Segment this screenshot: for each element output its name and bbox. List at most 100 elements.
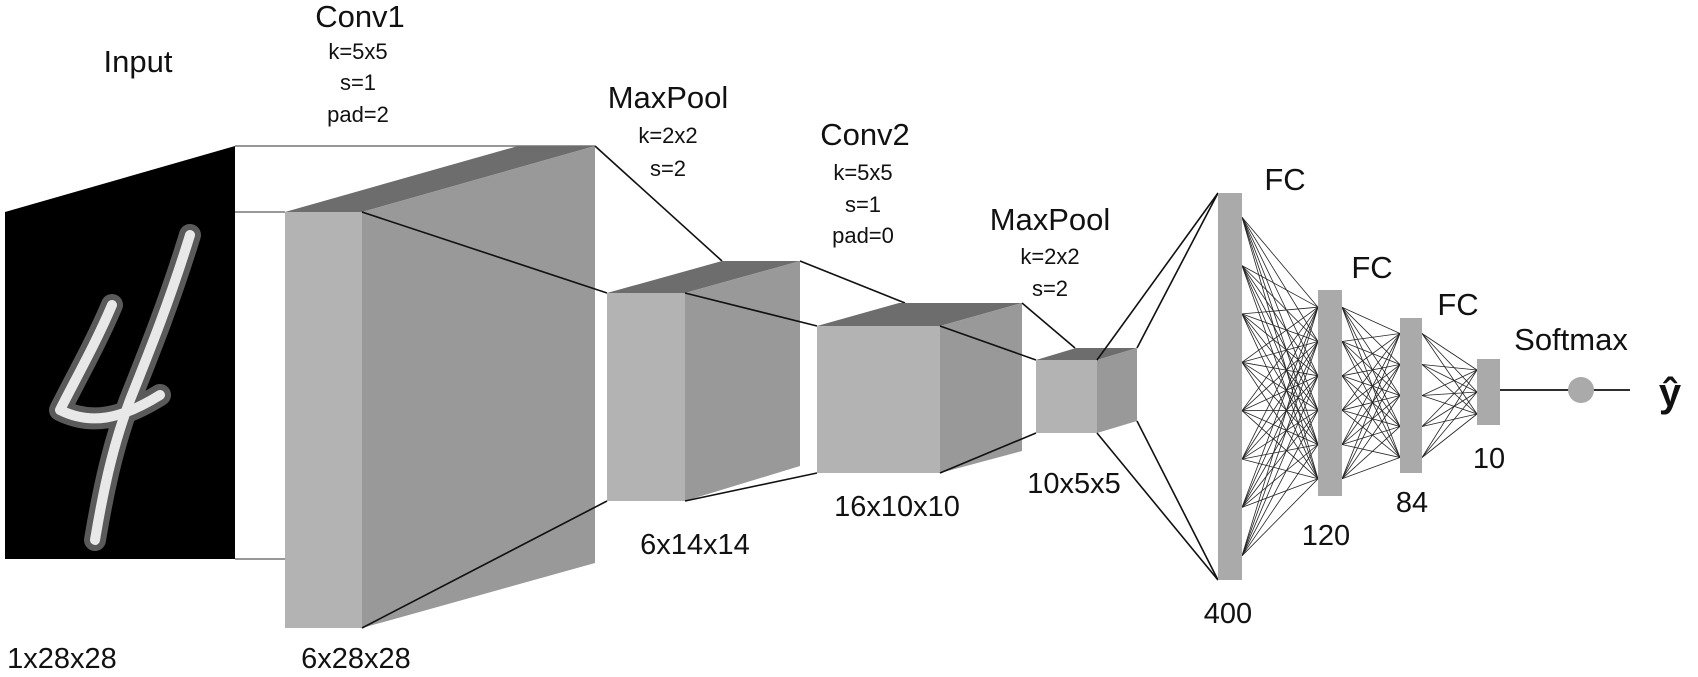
dense-connection-line bbox=[1241, 375, 1319, 460]
dense-connection-line bbox=[1341, 306, 1401, 365]
dense-connection-line bbox=[1341, 409, 1401, 427]
dense-connection-line bbox=[1341, 364, 1401, 479]
pool2-top-face bbox=[1036, 348, 1137, 360]
dense-connection-line bbox=[1241, 444, 1319, 508]
dense-connection-line bbox=[1241, 410, 1319, 556]
dense-connection-line bbox=[1421, 369, 1478, 396]
dense-connection-line bbox=[1241, 306, 1319, 411]
input-dims: 1x28x28 bbox=[7, 643, 117, 672]
pool2-dims: 10x5x5 bbox=[1027, 468, 1121, 500]
dense-connection-line bbox=[1241, 362, 1319, 480]
conv2-front-face bbox=[817, 326, 940, 473]
dense-connection-line bbox=[1421, 395, 1478, 415]
pool1-title: MaxPool bbox=[608, 80, 729, 115]
fc400-to-fc120-connections bbox=[1241, 216, 1319, 557]
softmax-label: Softmax bbox=[1514, 322, 1628, 357]
pool2-to-fc-connector bbox=[1096, 192, 1219, 581]
pool1-side-face bbox=[685, 261, 800, 501]
dense-connection-line bbox=[1341, 306, 1401, 334]
dense-connection-line bbox=[1421, 364, 1478, 371]
fc84-units: 84 bbox=[1396, 487, 1428, 519]
dense-connection-line bbox=[1241, 265, 1319, 377]
pool2-front-face bbox=[1036, 360, 1097, 433]
dense-connection-line bbox=[1341, 333, 1401, 479]
dense-connection-line bbox=[1341, 426, 1401, 445]
dense-connection-line bbox=[1241, 410, 1319, 445]
fc120-to-fc84-connections bbox=[1341, 306, 1401, 480]
dense-connection-line bbox=[1241, 341, 1319, 508]
dense-connection-line bbox=[1341, 375, 1401, 427]
pool1-param-kernel: k=2x2 bbox=[638, 123, 697, 148]
dense-connection-line bbox=[1341, 333, 1401, 342]
conv2-title: Conv2 bbox=[820, 117, 910, 152]
fc120-title: FC bbox=[1351, 250, 1392, 285]
dense-connection-line bbox=[1241, 375, 1319, 412]
conv1-param-padding: pad=2 bbox=[327, 102, 389, 127]
pool2-title: MaxPool bbox=[990, 202, 1111, 237]
dense-connection-line bbox=[1421, 369, 1478, 427]
dense-connection-line bbox=[1341, 306, 1401, 396]
dense-connection-line bbox=[1341, 333, 1401, 445]
output-bar bbox=[1477, 359, 1500, 425]
dense-connection-line bbox=[1421, 333, 1478, 415]
dense-connection-line bbox=[1421, 391, 1478, 427]
dense-connection-line bbox=[1241, 409, 1319, 508]
dense-connection-line bbox=[1421, 333, 1478, 393]
conv1-title: Conv1 bbox=[315, 0, 405, 34]
fc-layer-84: FC 84 bbox=[1396, 287, 1479, 519]
dense-connection-line bbox=[1421, 364, 1478, 415]
dense-connection-line bbox=[1241, 307, 1319, 556]
fc120-bar bbox=[1318, 290, 1342, 496]
dense-connection-line bbox=[1241, 444, 1319, 460]
dense-connection-line bbox=[1241, 216, 1319, 342]
fc84-title: FC bbox=[1437, 287, 1478, 322]
dense-connection-line bbox=[1421, 391, 1478, 396]
fc400-units: 400 bbox=[1204, 598, 1252, 630]
conv1-param-kernel: k=5x5 bbox=[328, 39, 387, 64]
dense-connection-line bbox=[1241, 306, 1319, 315]
dense-connection-line bbox=[1421, 364, 1478, 393]
dense-connection-line bbox=[1341, 341, 1401, 365]
dense-connection-line bbox=[1341, 444, 1401, 458]
fc-layer-400: FC 400 bbox=[1204, 162, 1306, 630]
dense-connection-line bbox=[1341, 426, 1401, 480]
dense-connection-line bbox=[1241, 265, 1319, 445]
dense-connection-line bbox=[1241, 306, 1319, 363]
output-layer: 10 Softmax ŷ bbox=[1473, 322, 1682, 475]
dense-connection-line bbox=[1341, 395, 1401, 445]
dense-connection-line bbox=[1241, 361, 1319, 411]
pool2-param-stride: s=2 bbox=[1032, 276, 1068, 301]
conv1-side-face bbox=[362, 146, 595, 628]
dense-connection-line bbox=[1241, 313, 1319, 377]
pool2-layer: MaxPool k=2x2 s=2 10x5x5 bbox=[990, 202, 1137, 500]
dense-connection-line bbox=[1421, 369, 1478, 458]
conv1-front-face bbox=[285, 212, 362, 628]
dense-connection-line bbox=[1241, 265, 1319, 308]
dense-connection-line bbox=[1341, 364, 1401, 411]
dense-connection-line bbox=[1241, 341, 1319, 460]
fc400-bar bbox=[1218, 193, 1242, 580]
dense-connection-line bbox=[1241, 361, 1319, 377]
dense-connection-line bbox=[1241, 313, 1319, 479]
pool1-layer: MaxPool k=2x2 s=2 6x14x14 bbox=[607, 80, 800, 561]
fc84-bar bbox=[1400, 318, 1422, 473]
dense-connection-line bbox=[1241, 458, 1319, 480]
conv2-dims: 16x10x10 bbox=[834, 491, 960, 523]
output-units: 10 bbox=[1473, 443, 1505, 475]
dense-connection-line bbox=[1341, 333, 1401, 411]
input-image bbox=[5, 212, 235, 559]
pool1-top-face bbox=[607, 261, 800, 293]
conv1-layer: Conv1 k=5x5 s=1 pad=2 6x28x28 bbox=[285, 0, 595, 675]
dense-connection-line bbox=[1241, 409, 1319, 460]
yhat-output-label: ŷ bbox=[1659, 371, 1682, 415]
input-title: Input bbox=[104, 44, 173, 79]
dense-connection-line bbox=[1241, 307, 1319, 460]
pool1-front-face bbox=[607, 293, 685, 501]
conv1-param-stride: s=1 bbox=[340, 70, 376, 95]
dense-connection-line bbox=[1341, 341, 1401, 427]
dense-connection-line bbox=[1421, 333, 1478, 371]
conv2-param-stride: s=1 bbox=[845, 192, 881, 217]
dense-connection-line bbox=[1241, 341, 1319, 556]
dense-connection-line bbox=[1241, 410, 1319, 480]
